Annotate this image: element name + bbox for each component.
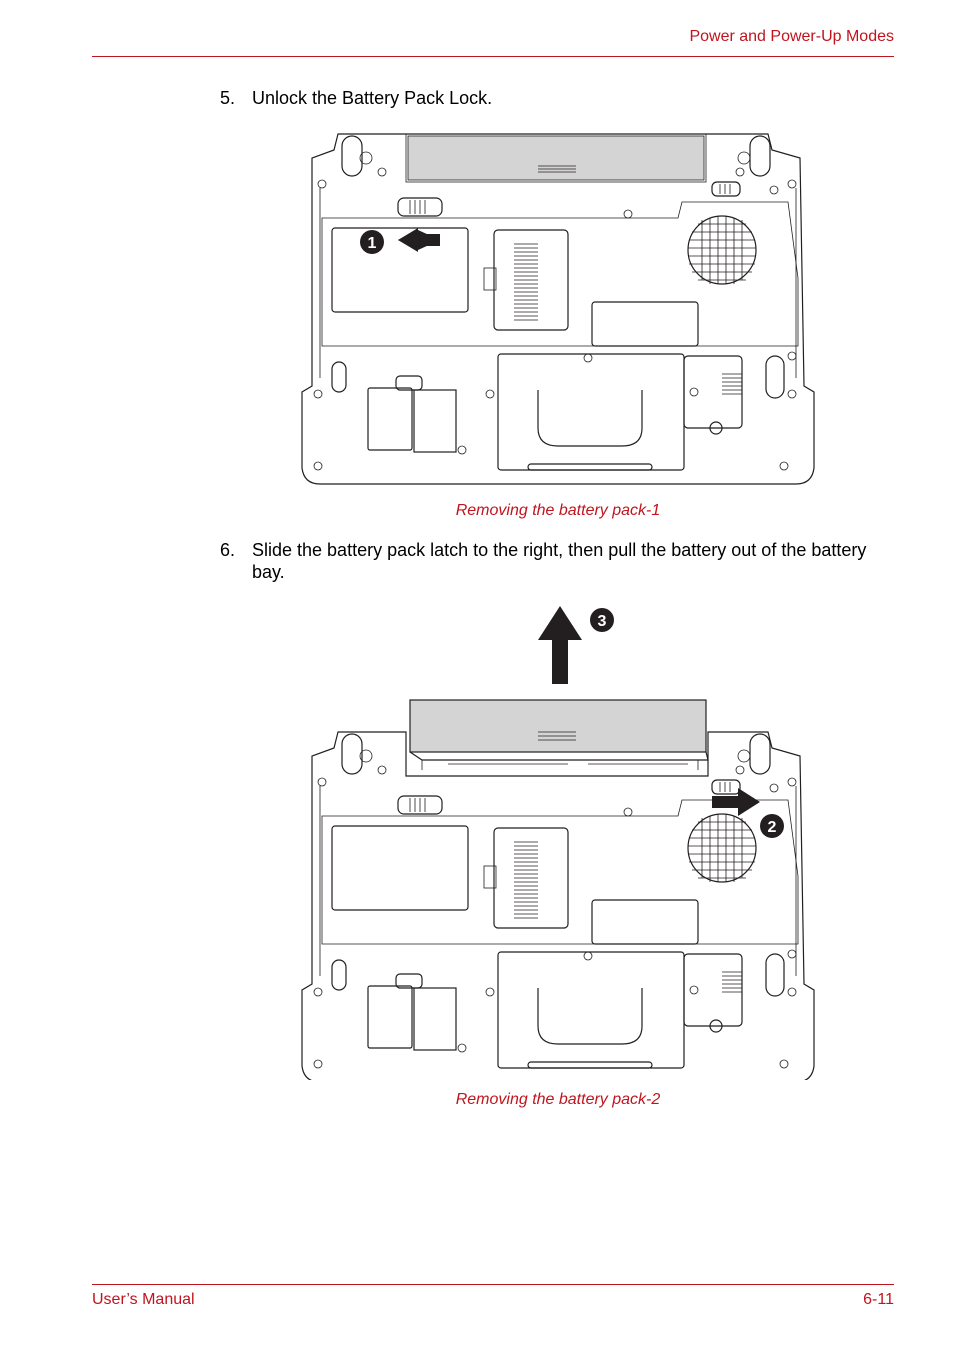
page-number: 6-11 [863,1291,894,1308]
step-text: Slide the battery pack latch to the righ… [252,540,867,582]
vent-grille [514,243,538,321]
figure-2-caption: Removing the battery pack-2 [455,1091,661,1108]
running-header: Power and Power-Up Modes [689,28,894,45]
step-number: 6. [220,540,236,560]
step-number: 5. [220,88,236,108]
callout-3-label: 3 [598,613,607,630]
callout-3: 3 [590,608,614,632]
callout-2: 2 [760,814,784,838]
fan-grille [687,215,757,285]
footer-rule [92,1284,894,1285]
laptop-underside [301,731,815,1080]
header-rule [92,56,894,57]
arrow-right-latch [712,788,760,816]
arrow-left-unlock [398,228,440,252]
step-text: Unlock the Battery Pack Lock. [252,88,493,108]
callout-1: 1 [360,230,384,254]
figure-battery-unlock: 1 [301,133,815,485]
figure-battery-remove: 3 [301,606,815,1080]
callout-2-label: 2 [768,819,777,836]
arrow-up-remove [538,606,582,684]
battery-pack [409,699,709,770]
footer-manual-title: User’s Manual [92,1291,195,1308]
callout-1-label: 1 [368,235,377,252]
laptop-underside [301,133,815,485]
figure-1-caption: Removing the battery pack-1 [455,502,661,519]
